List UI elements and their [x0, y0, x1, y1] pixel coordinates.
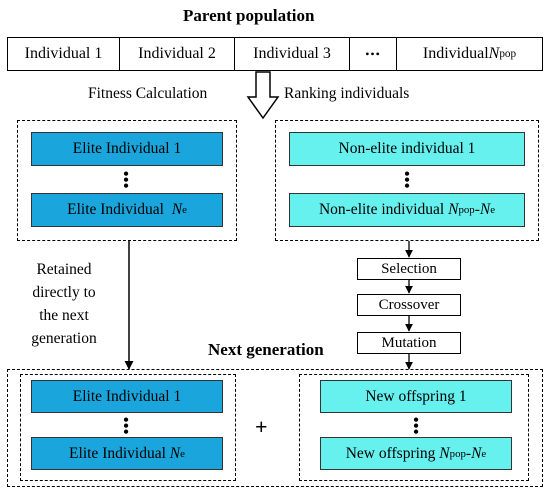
vdot: •: [123, 178, 129, 195]
vdot: •: [123, 412, 129, 429]
nonelite-last-sub2: e: [490, 204, 496, 216]
population-cell-1: Individual 1: [8, 38, 120, 70]
vdot: •: [413, 412, 419, 429]
elite-group: [17, 120, 237, 241]
vdot: •: [404, 178, 410, 195]
nonelite-last-dash: -: [474, 201, 480, 218]
vdot: •: [404, 172, 410, 189]
nonelite-last-var1: N: [448, 201, 459, 218]
offspring-last-sub2: e: [481, 447, 487, 460]
selection-step: Selection: [357, 258, 461, 280]
offspring-group: [299, 374, 529, 481]
vdot: •: [413, 424, 419, 441]
nonelite-group-dots: •••: [397, 166, 417, 195]
offspring-last-var1: N: [439, 444, 450, 462]
nonelite-group: [275, 120, 539, 241]
elite-last-sub: e: [182, 204, 187, 216]
crossover-step: Crossover: [357, 294, 461, 316]
elite-individual-first: Elite Individual 1: [31, 132, 223, 166]
retained-line-4: generation: [31, 330, 97, 347]
next-elite-last-sub: e: [180, 447, 185, 460]
fitness-calculation-label: Fitness Calculation: [88, 85, 208, 102]
offspring-last-text: New offspring: [345, 444, 440, 462]
plus-sign: +: [255, 414, 268, 439]
population-cell-2: Individual 2: [120, 38, 235, 70]
elite-group-dots: •••: [116, 166, 136, 195]
nonelite-last-sub1: pop: [458, 204, 475, 216]
next-generation-group: [7, 369, 543, 487]
next-generation-title: Next generation: [208, 340, 324, 359]
elite-last-var: N: [171, 201, 183, 218]
retained-line-2: directly to: [32, 284, 96, 301]
retained-line-1: Retained: [36, 261, 92, 278]
next-elite-group: [20, 374, 236, 481]
vdot: •: [123, 424, 129, 441]
nonelite-last-text: Non-elite individual: [318, 201, 449, 218]
offspring-dots: •••: [406, 412, 426, 441]
population-ellipsis: •••: [350, 38, 397, 70]
hollow-down-arrow-icon: [246, 71, 280, 120]
next-elite-last-var: N: [169, 444, 181, 462]
ranking-individuals-label: Ranking individuals: [284, 85, 410, 102]
parent-population-title: Parent population: [183, 6, 315, 25]
population-cell-last-sub: pop: [499, 48, 517, 60]
offspring-last-var2: N: [471, 444, 482, 462]
vdot: •: [123, 172, 129, 189]
population-cell-3: Individual 3: [235, 38, 350, 70]
retained-line-3: the next: [39, 307, 89, 324]
vdot: •: [413, 418, 419, 435]
next-elite-dots: •••: [116, 412, 136, 441]
offspring-last-sub1: pop: [449, 447, 466, 460]
population-bar: Individual 1 Individual 2 Individual 3 •…: [7, 37, 543, 71]
population-cell-last-text: Individual: [422, 45, 489, 62]
vdot: •: [123, 166, 129, 183]
offspring-last-dash: -: [465, 444, 472, 462]
nonelite-last-var2: N: [479, 201, 491, 218]
mutation-step: Mutation: [357, 332, 461, 354]
vdot: •: [404, 166, 410, 183]
population-cell-last-var: N: [488, 45, 500, 62]
offspring-first: New offspring 1: [320, 380, 512, 413]
retained-label: Retained directly to the next generation: [20, 258, 108, 350]
elite-last-text: Elite Individual: [67, 201, 172, 218]
nonelite-individual-first: Non-elite individual 1: [289, 132, 525, 166]
next-elite-last-text: Elite Individual: [69, 444, 170, 462]
vdot: •: [123, 418, 129, 435]
next-elite-individual-first: Elite Individual 1: [31, 380, 223, 413]
